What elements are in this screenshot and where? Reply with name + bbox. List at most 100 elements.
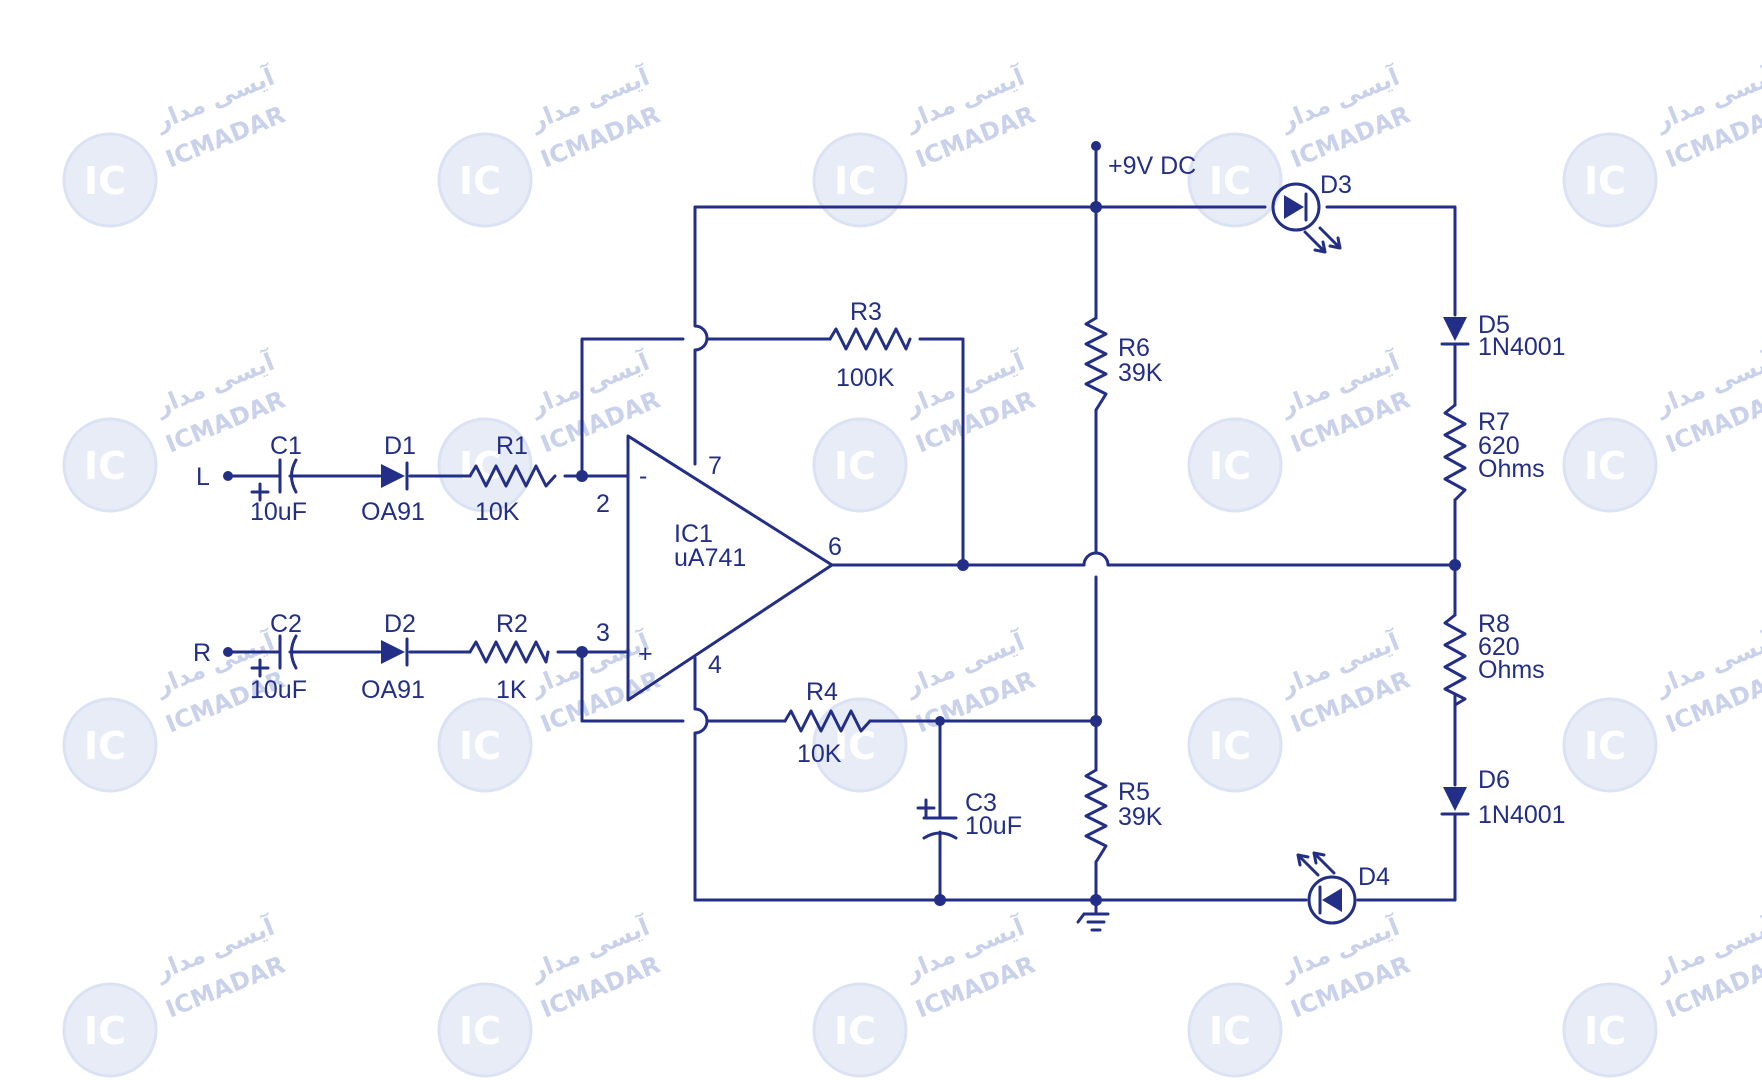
d5-value: 1N4001 [1478, 333, 1566, 361]
watermark-logo-text: IC [1209, 724, 1251, 768]
watermark-logo-text: IC [84, 159, 126, 203]
diode-d2 [381, 637, 409, 667]
opamp-ic1 [626, 434, 834, 702]
capacitor-c2 [250, 634, 298, 678]
diode-d1 [381, 461, 409, 491]
led-d3 [1271, 182, 1342, 254]
r7-value: 620 [1478, 432, 1520, 460]
watermark-logo-text: IC [459, 724, 501, 768]
r4-value: 10K [797, 740, 842, 768]
ground-symbol [1076, 912, 1110, 932]
watermark-logo-text: IC [1209, 159, 1251, 203]
resistor-r7 [1443, 403, 1467, 502]
watermark-logo-icon [812, 982, 908, 1078]
r8-unit: Ohms [1478, 656, 1545, 684]
input-left-label: L [196, 463, 210, 491]
d4-name: D4 [1358, 863, 1390, 891]
watermark-logo-icon [1562, 697, 1658, 793]
c3-name: C3 [965, 789, 997, 817]
r8-name: R8 [1478, 610, 1510, 638]
r6-name: R6 [1118, 334, 1150, 362]
pin-6-label: 6 [828, 533, 842, 561]
watermark-logo-text: IC [1584, 159, 1626, 203]
watermark-logo-icon [62, 697, 158, 793]
resistors [468, 316, 1467, 864]
r1-value: 10K [475, 498, 520, 526]
resistor-r5 [1084, 768, 1108, 864]
labels: +9V DC L R C1 10uF D1 OA91 R1 10K C2 10u… [193, 152, 1566, 891]
watermark-logo-text: IC [834, 444, 876, 488]
watermark-logo-icon [62, 417, 158, 513]
watermark-logo-icon [1187, 132, 1283, 228]
capacitor-c1 [250, 458, 298, 502]
r7-unit: Ohms [1478, 455, 1545, 483]
c1-value: 10uF [250, 498, 307, 526]
r2-name: R2 [496, 610, 528, 638]
watermark-logo-text: IC [834, 1009, 876, 1053]
r1-name: R1 [496, 432, 528, 460]
junctions [223, 201, 1461, 906]
r2-value: 1K [496, 676, 527, 704]
watermark-logo-icon [1187, 697, 1283, 793]
resistor-r8 [1443, 613, 1467, 707]
c2-value: 10uF [250, 676, 307, 704]
pin-4-label: 4 [708, 651, 722, 679]
watermark-logo-text: IC [1584, 724, 1626, 768]
inverting-input-sign: - [639, 462, 647, 490]
pin-3-label: 3 [596, 619, 610, 647]
r6-value: 39K [1118, 359, 1163, 387]
watermark-logo-icon [437, 697, 533, 793]
d1-name: D1 [384, 432, 416, 460]
supply-terminal [1091, 141, 1101, 151]
r7-name: R7 [1478, 408, 1510, 436]
watermark-logo-text: IC [1209, 1009, 1251, 1053]
r3-value: 100K [836, 364, 895, 392]
c3-value: 10uF [965, 812, 1022, 840]
d2-value: OA91 [361, 676, 425, 704]
c1-name: C1 [270, 432, 302, 460]
watermark-logo-text: IC [84, 724, 126, 768]
opamp-name: IC1 [674, 520, 713, 548]
opamp-part: uA741 [674, 544, 746, 572]
watermark-logo-text: IC [459, 1009, 501, 1053]
watermark-logo-icon [1562, 982, 1658, 1078]
input-right-label: R [193, 639, 211, 667]
diode-d6 [1440, 787, 1470, 816]
resistor-r6 [1084, 316, 1108, 412]
resistor-r1 [468, 464, 557, 488]
watermark-logo-icon [1562, 132, 1658, 228]
resistor-r3 [828, 327, 912, 351]
diode-d5 [1440, 317, 1470, 346]
watermark-logo-text: IC [834, 159, 876, 203]
watermark-logo-text: IC [459, 159, 501, 203]
r5-name: R5 [1118, 778, 1150, 806]
capacitor-c3 [916, 798, 958, 840]
r4-name: R4 [806, 678, 838, 706]
d3-name: D3 [1320, 171, 1352, 199]
watermark-logo-text: IC [84, 444, 126, 488]
d5-name: D5 [1478, 311, 1510, 339]
pin-2-label: 2 [596, 490, 610, 518]
watermark-logo-icon [62, 132, 158, 228]
resistor-r4 [783, 709, 872, 733]
watermark-logo-text: IC [1584, 444, 1626, 488]
r8-value: 620 [1478, 633, 1520, 661]
watermark-logo-icon [437, 417, 533, 513]
watermark-logo-icon [1187, 417, 1283, 513]
watermark-logo-text: IC [459, 444, 501, 488]
pin-7-label: 7 [708, 452, 722, 480]
watermark-logo-text: IC [1209, 444, 1251, 488]
